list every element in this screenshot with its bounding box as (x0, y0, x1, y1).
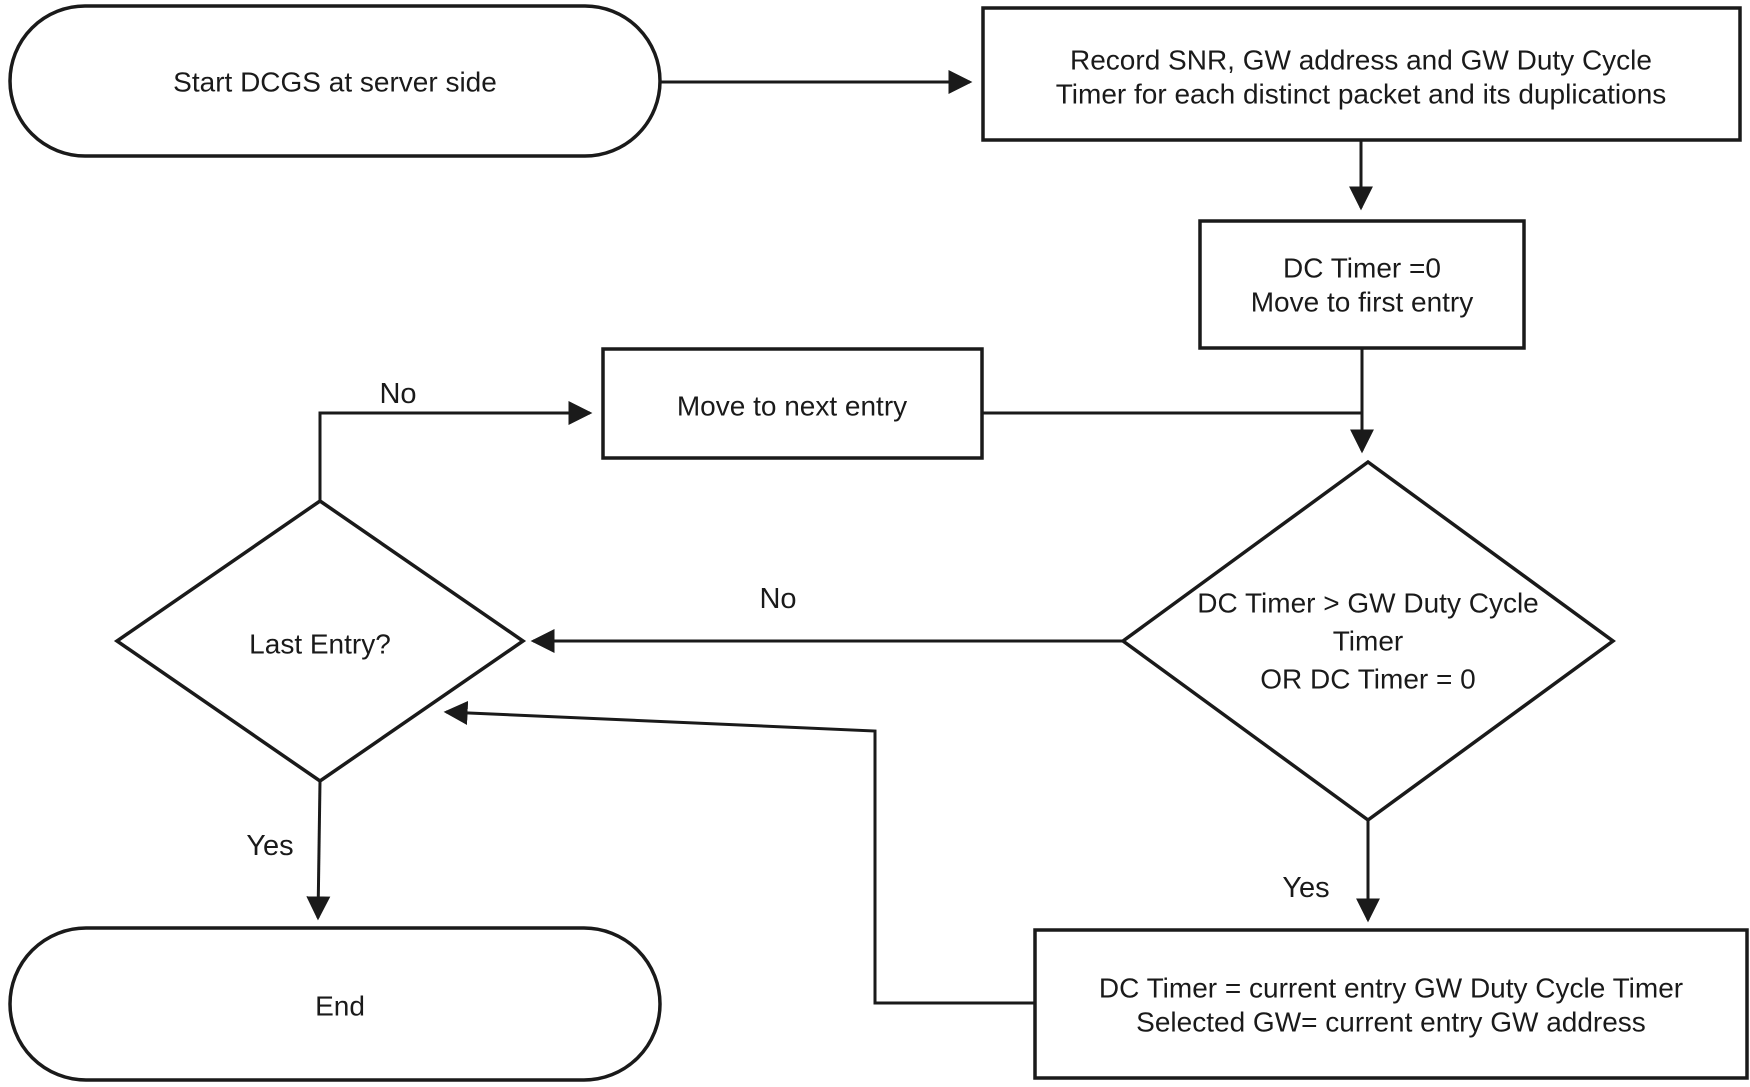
init-node-line2: Move to first entry (1251, 287, 1474, 318)
init-node-line1: DC Timer =0 (1283, 253, 1441, 284)
start-node-label: Start DCGS at server side (173, 67, 497, 98)
record-node-line1: Record SNR, GW address and GW Duty Cycle (1070, 45, 1652, 76)
label-lastentry-no: No (379, 378, 416, 410)
move-next-node (601, 347, 984, 460)
last-entry-decision-label: Last Entry? (249, 629, 391, 660)
edge-lastentry-no-to-movenext (318, 401, 593, 501)
set-gw-node-line2: Selected GW= current entry GW address (1136, 1007, 1646, 1038)
label-dccheck-no: No (759, 583, 796, 615)
dc-check-decision-line3: OR DC Timer = 0 (1260, 664, 1475, 695)
dc-check-decision-line1: DC Timer > GW Duty Cycle (1197, 588, 1538, 619)
record-node-line2: Timer for each distinct packet and its d… (1056, 79, 1667, 110)
last-entry-decision (113, 498, 527, 784)
edge-setgw-feedback-to-lastentry (443, 700, 1035, 1005)
move-next-node-label: Move to next entry (677, 391, 907, 422)
dc-check-decision (1120, 459, 1616, 823)
label-lastentry-yes: Yes (246, 830, 293, 862)
label-dccheck-yes: Yes (1282, 872, 1329, 904)
set-gw-node-line1: DC Timer = current entry GW Duty Cycle T… (1099, 973, 1683, 1004)
end-node-label: End (315, 991, 365, 1022)
end-node (8, 926, 662, 1082)
set-gw-node (1033, 928, 1749, 1080)
dc-check-decision-line2: Timer (1333, 626, 1404, 657)
record-node (981, 6, 1742, 142)
init-node (1198, 219, 1526, 350)
start-node (8, 4, 662, 158)
edge-lastentry-yes-to-end (306, 780, 331, 921)
